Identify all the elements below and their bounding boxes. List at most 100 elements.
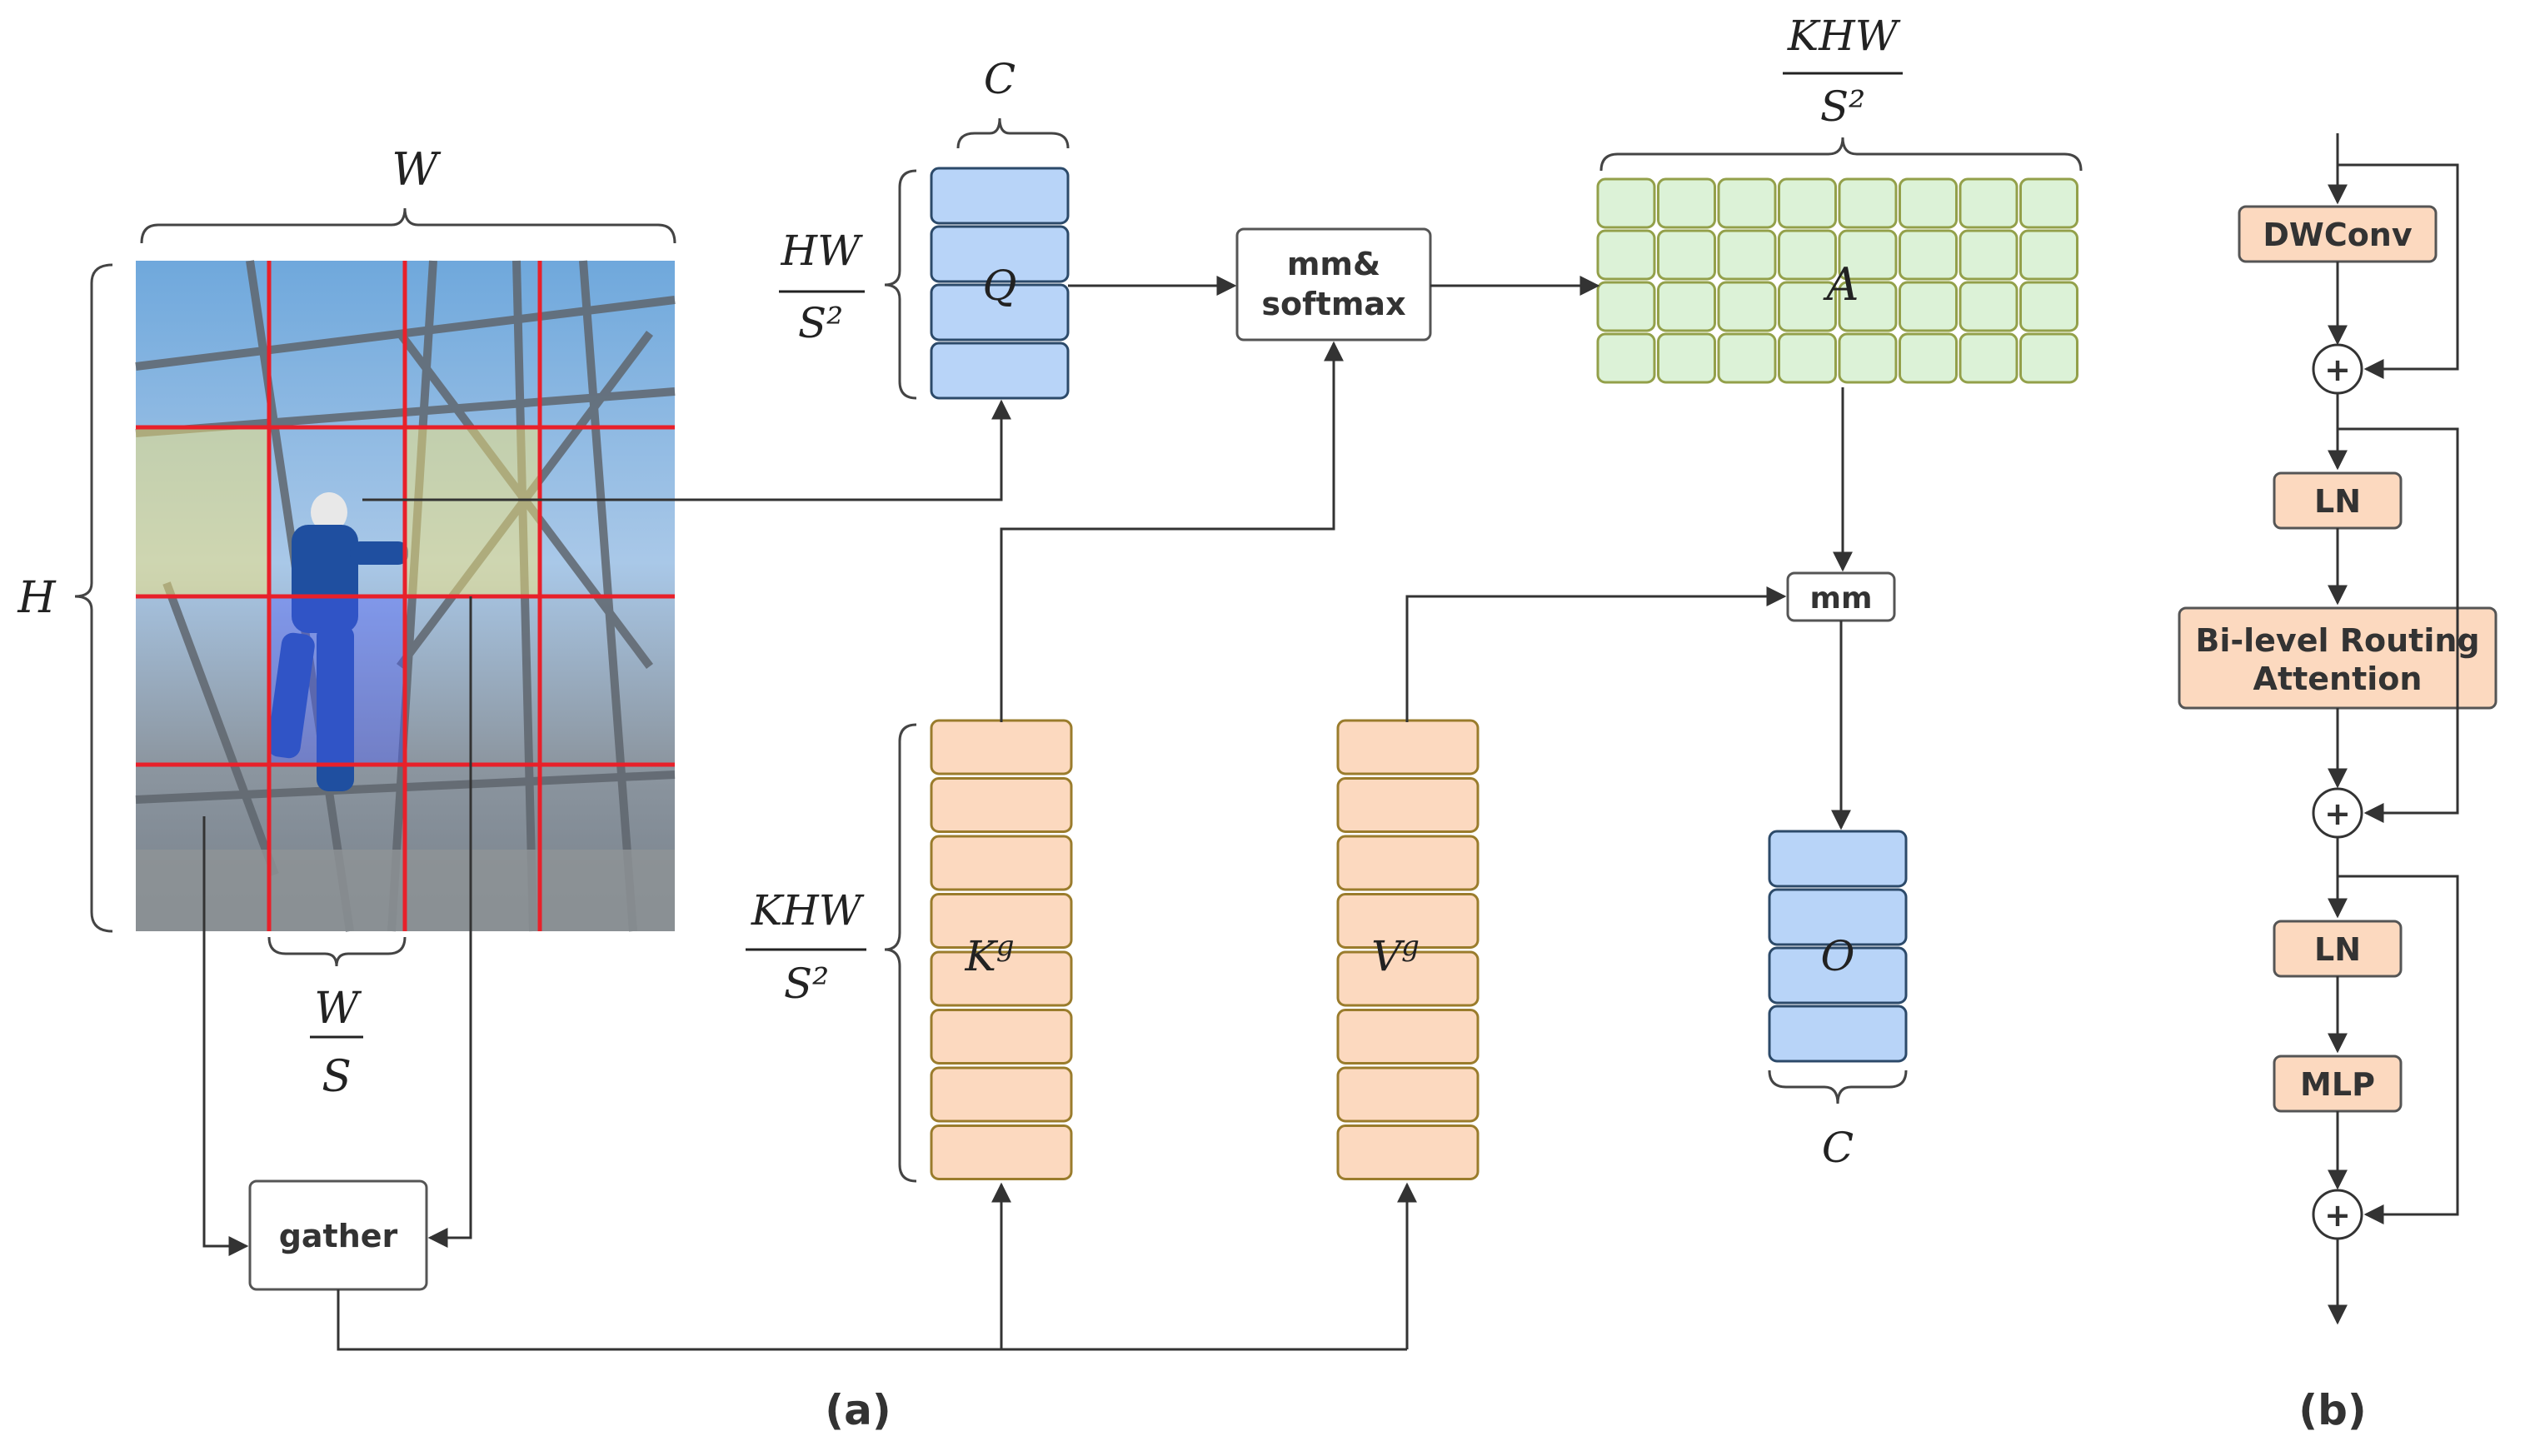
skip-connection-3 <box>2338 875 2459 1224</box>
o-cols-brace <box>1768 1070 1908 1104</box>
kg-cell <box>930 1009 1073 1065</box>
a-cell <box>1717 229 1777 281</box>
q-cell <box>930 167 1070 225</box>
mlp-block: MLP <box>2273 1055 2403 1113</box>
vg-cell <box>1336 1009 1480 1065</box>
mm-softmax-box: mm& softmax <box>1235 227 1432 342</box>
kg-rows-denominator: S² <box>784 960 829 1008</box>
o-cell <box>1768 888 1908 946</box>
q-cell <box>930 225 1070 283</box>
a-cell <box>1717 332 1777 384</box>
width-brace <box>140 207 676 244</box>
caption-a: (a) <box>825 1386 891 1434</box>
q-cell <box>930 283 1070 342</box>
o-cell <box>1768 946 1908 1005</box>
a-cell <box>1596 229 1656 281</box>
mm-box: mm <box>1786 571 1896 622</box>
kg-rows-numerator: KHW <box>751 886 865 935</box>
kg-cell <box>930 719 1073 775</box>
ln-block-2: LN <box>2273 920 2403 978</box>
routed-regions-yellow <box>136 427 540 596</box>
kg-tensor <box>930 719 1073 1180</box>
a-cell <box>1899 281 1958 332</box>
a-cell <box>1959 177 2019 229</box>
q-cols-brace <box>956 117 1070 149</box>
kg-cell <box>930 777 1073 833</box>
ln2-label: LN <box>2314 931 2361 968</box>
o-label: O <box>1821 932 1855 980</box>
a-cols-denominator: S² <box>1820 82 1865 131</box>
region-width-denominator: S <box>322 1052 352 1102</box>
q-label: Q <box>983 262 1017 310</box>
residual-add-2: + <box>2312 787 2363 839</box>
gather-box: gather <box>248 1179 428 1291</box>
a-cell <box>1657 229 1716 281</box>
vg-cell <box>1336 1066 1480 1123</box>
query-region-blue <box>269 596 405 765</box>
kg-cell <box>930 1124 1073 1180</box>
dwconv-label: DWConv <box>2263 217 2413 253</box>
a-cell <box>1899 229 1958 281</box>
vg-cell <box>1336 719 1480 775</box>
a-cell <box>1899 177 1958 229</box>
residual-add-3: + <box>2312 1189 2363 1240</box>
panel-a: W H W S Q C HW S² mm& softmax <box>17 12 2083 1434</box>
a-cell <box>1596 281 1656 332</box>
mlp-label: MLP <box>2300 1066 2375 1103</box>
a-cell <box>1959 229 2019 281</box>
vg-tensor <box>1336 719 1480 1180</box>
a-cell <box>1778 177 1837 229</box>
attention-label-line2: Attention <box>2253 661 2423 697</box>
vg-cell <box>1336 835 1480 891</box>
a-cell <box>1838 177 1898 229</box>
skip-connection-1 <box>2338 163 2459 379</box>
a-cell <box>1596 332 1656 384</box>
o-tensor: O <box>1768 830 1908 1063</box>
plus-label: + <box>2324 795 2351 832</box>
input-image <box>135 260 676 932</box>
vg-cell <box>1336 1124 1480 1180</box>
gather-label: gather <box>279 1218 398 1254</box>
kg-cell <box>930 1066 1073 1123</box>
ln1-label: LN <box>2314 483 2361 520</box>
a-cell <box>2019 229 2078 281</box>
skip-connection-2 <box>2338 427 2459 823</box>
image-to-gather-left-arrow <box>202 816 249 1256</box>
a-cols-numerator: KHW <box>1787 12 1901 60</box>
kg-cell <box>930 950 1073 1007</box>
a-cols-brace <box>1599 137 2083 172</box>
vg-label: Vg <box>1371 930 1420 980</box>
a-cell <box>1838 229 1898 281</box>
ln-block-1: LN <box>2273 471 2403 530</box>
mm-softmax-line1: mm& <box>1287 246 1380 282</box>
o-cols-label: C <box>1822 1124 1854 1172</box>
kg-cell <box>930 893 1073 949</box>
a-cell <box>1838 281 1898 332</box>
mm-box-label: mm <box>1809 581 1872 616</box>
attention-label-line1: Bi-level Routing <box>2195 622 2479 659</box>
a-cell <box>1596 177 1656 229</box>
panel-a-arrows <box>202 276 1853 1351</box>
region-width-brace <box>267 936 407 967</box>
a-cell <box>1778 229 1837 281</box>
vg-cell <box>1336 777 1480 833</box>
dwconv-block: DWConv <box>2238 205 2438 263</box>
a-cell <box>2019 281 2078 332</box>
width-label: W <box>392 143 442 196</box>
image-to-gather-right-arrow <box>427 596 472 1248</box>
a-tensor <box>1596 177 2078 384</box>
region-width-numerator: W <box>314 984 362 1034</box>
mm-softmax-line2: softmax <box>1261 286 1405 322</box>
a-cell <box>1657 177 1716 229</box>
image-to-q-arrow <box>362 399 1011 501</box>
a-cell <box>1959 332 2019 384</box>
kg-cell <box>930 835 1073 891</box>
caption-b: (b) <box>2298 1386 2367 1434</box>
vg-cell <box>1336 893 1480 949</box>
kg-rows-brace <box>884 723 917 1183</box>
a-cell <box>1717 281 1777 332</box>
o-cell <box>1768 830 1908 888</box>
a-cell <box>1899 332 1958 384</box>
q-rows-denominator: S² <box>798 299 843 347</box>
kg-to-mm-softmax-arrow <box>1000 341 1344 722</box>
